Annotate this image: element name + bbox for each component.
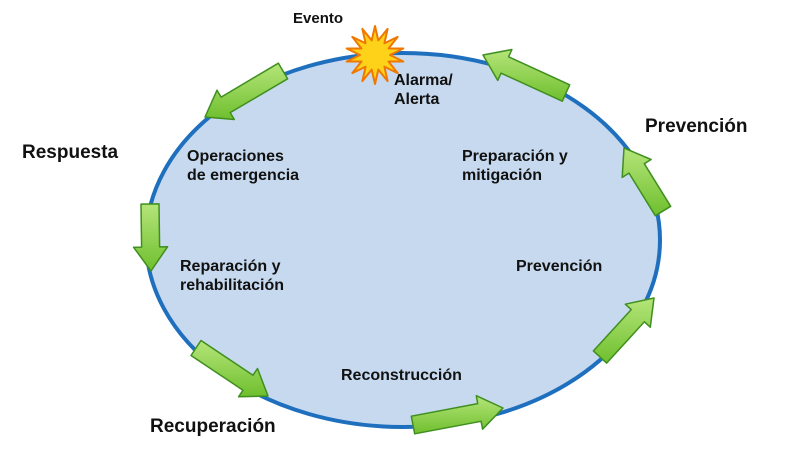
stage-reparacion-line2: rehabilitación [180, 276, 285, 294]
cycle-arrow-4-icon [410, 394, 504, 435]
cycle-arrow-6-icon [621, 147, 672, 217]
stage-prevencion: Prevención [516, 258, 603, 275]
stage-alarma-line2: Alerta [394, 90, 440, 108]
cycle-arrow-3-icon [190, 339, 269, 398]
stage-reparacion-rehabilitacion: Reparación y rehabilitación [180, 258, 284, 296]
phase-label-respuesta: Respuesta [22, 142, 119, 163]
cycle-arrow-7-icon [482, 48, 571, 102]
stage-preparacion-line1: Preparación y [462, 148, 568, 165]
stage-operaciones-line2: de emergencia [187, 166, 300, 184]
cycle-arrow-5-icon [592, 297, 655, 364]
stage-preparacion-line2: mitigación [462, 166, 543, 184]
stage-preparacion-mitigacion: Preparación y mitigación [462, 148, 568, 186]
phase-label-recuperacion: Recuperación [150, 416, 276, 437]
stage-reparacion-line1: Reparación y [180, 258, 281, 275]
event-label: Evento [293, 10, 344, 27]
phase-label-prevencion: Prevención [645, 116, 748, 137]
cycle-arrow-2-icon [132, 203, 169, 272]
stage-alarma-line1: Alarma/ [394, 72, 453, 89]
starburst-icon [345, 25, 405, 85]
cycle-arrows [132, 48, 672, 435]
stage-operaciones-de-emergencia: Operaciones de emergencia [187, 148, 299, 186]
stage-reconstruccion: Reconstrucción [341, 367, 462, 384]
cycle-arrow-1-icon [204, 62, 289, 121]
stage-alarma-alerta: Alarma/ Alerta [394, 72, 453, 110]
stage-operaciones-line1: Operaciones [187, 148, 284, 165]
